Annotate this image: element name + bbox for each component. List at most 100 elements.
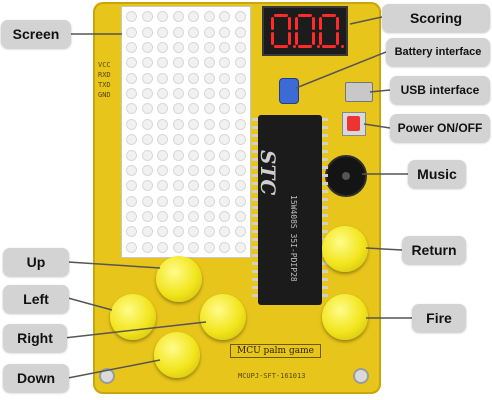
led-dot — [141, 41, 153, 53]
led-dot — [157, 226, 169, 238]
led-dot — [141, 134, 153, 146]
led-dot — [157, 57, 169, 69]
led-dot — [126, 149, 138, 161]
led-dot — [203, 88, 215, 100]
callout-line — [63, 321, 207, 339]
led-dot — [188, 134, 200, 146]
led-dot — [234, 88, 246, 100]
led-dot — [234, 180, 246, 192]
pin-label: TXD — [98, 81, 111, 89]
led-dot — [219, 195, 231, 207]
led-dot — [126, 226, 138, 238]
led-dot — [172, 26, 184, 38]
led-dot — [188, 41, 200, 53]
led-dot — [234, 241, 246, 253]
led-dot — [234, 103, 246, 115]
led-dot — [234, 41, 246, 53]
led-dot — [203, 103, 215, 115]
led-dot — [157, 26, 169, 38]
led-dot — [234, 11, 246, 23]
led-dot — [172, 72, 184, 84]
led-dot — [219, 57, 231, 69]
mcu-chip — [258, 115, 322, 305]
chip-pins-right — [322, 118, 328, 302]
led-dot — [234, 149, 246, 161]
led-dot — [234, 195, 246, 207]
led-dot — [234, 226, 246, 238]
led-dot — [203, 11, 215, 23]
led-dot — [141, 180, 153, 192]
power-switch — [342, 112, 366, 136]
led-dot — [234, 72, 246, 84]
led-dot — [219, 26, 231, 38]
led-dot — [188, 149, 200, 161]
led-dot — [157, 134, 169, 146]
led-dot — [234, 211, 246, 223]
led-dot — [172, 195, 184, 207]
label-fire: Fire — [412, 304, 466, 332]
led-dot — [141, 195, 153, 207]
led-dot — [188, 164, 200, 176]
callout-line — [67, 359, 161, 379]
led-dot — [126, 164, 138, 176]
led-dot — [203, 57, 215, 69]
led-dot — [188, 72, 200, 84]
led-dot — [126, 241, 138, 253]
seven-segment-display — [262, 6, 348, 56]
led-dot — [157, 241, 169, 253]
label-scoring: Scoring — [382, 4, 490, 32]
callout-line — [369, 89, 391, 93]
led-dot — [219, 211, 231, 223]
pin-label: VCC — [98, 61, 111, 69]
led-dot — [188, 226, 200, 238]
callout-line — [67, 261, 161, 269]
led-dot — [141, 226, 153, 238]
led-dot — [188, 57, 200, 69]
led-dot — [141, 118, 153, 130]
led-dot — [203, 195, 215, 207]
label-up: Up — [3, 248, 69, 276]
led-dot — [219, 72, 231, 84]
led-dot — [157, 41, 169, 53]
led-dot — [141, 149, 153, 161]
led-dot — [203, 149, 215, 161]
callout-line — [363, 123, 391, 129]
led-dot — [234, 118, 246, 130]
led-dot — [157, 180, 169, 192]
segment-digit — [295, 14, 320, 48]
led-dot — [234, 134, 246, 146]
led-dot — [141, 26, 153, 38]
led-dot — [126, 88, 138, 100]
led-matrix-screen — [121, 6, 251, 258]
led-dot — [172, 164, 184, 176]
led-dot — [126, 57, 138, 69]
led-dot — [157, 118, 169, 130]
label-down: Down — [3, 364, 69, 392]
led-dot — [126, 41, 138, 53]
led-dot — [219, 11, 231, 23]
led-dot — [172, 180, 184, 192]
led-dot — [219, 180, 231, 192]
led-dot — [126, 118, 138, 130]
callout-line — [349, 16, 383, 25]
mounting-hole — [353, 368, 369, 384]
led-dot — [172, 241, 184, 253]
led-dot — [219, 88, 231, 100]
led-dot — [126, 72, 138, 84]
led-dot — [126, 180, 138, 192]
led-dot — [141, 11, 153, 23]
battery-capacitor — [279, 78, 299, 104]
led-dot — [172, 88, 184, 100]
led-dot — [141, 88, 153, 100]
led-dot — [234, 164, 246, 176]
brand-label: MCU palm game — [230, 344, 321, 358]
led-dot — [126, 26, 138, 38]
led-dot — [157, 103, 169, 115]
led-dot — [188, 11, 200, 23]
led-dot — [157, 149, 169, 161]
led-dot — [172, 41, 184, 53]
led-dot — [219, 226, 231, 238]
led-dot — [172, 57, 184, 69]
led-dot — [203, 180, 215, 192]
led-dot — [203, 118, 215, 130]
